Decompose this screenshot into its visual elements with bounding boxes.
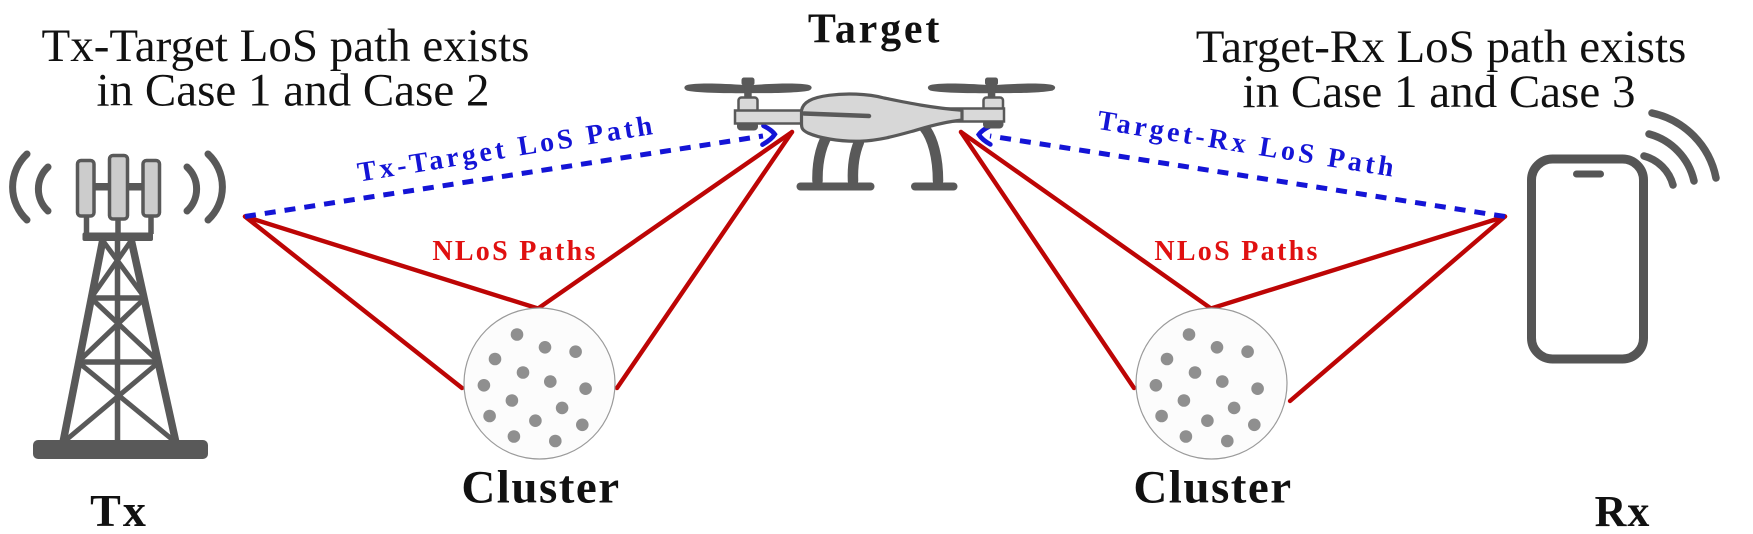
svg-text:NLoS Paths: NLoS Paths — [1154, 236, 1319, 267]
svg-text:in Case 1 and Case 3: in Case 1 and Case 3 — [1243, 66, 1636, 118]
svg-text:Rx: Rx — [1595, 487, 1651, 534]
svg-text:Tx-Target LoS path exists: Tx-Target LoS path exists — [42, 20, 530, 72]
svg-text:Tx: Tx — [90, 485, 148, 534]
svg-text:in Case 1 and Case 2: in Case 1 and Case 2 — [97, 65, 490, 117]
svg-text:NLoS Paths: NLoS Paths — [432, 236, 597, 267]
svg-text:Target: Target — [808, 7, 942, 53]
svg-text:Target-Rx LoS path exists: Target-Rx LoS path exists — [1196, 21, 1687, 73]
svg-text:Cluster: Cluster — [461, 462, 620, 514]
svg-text:Cluster: Cluster — [1133, 462, 1292, 514]
